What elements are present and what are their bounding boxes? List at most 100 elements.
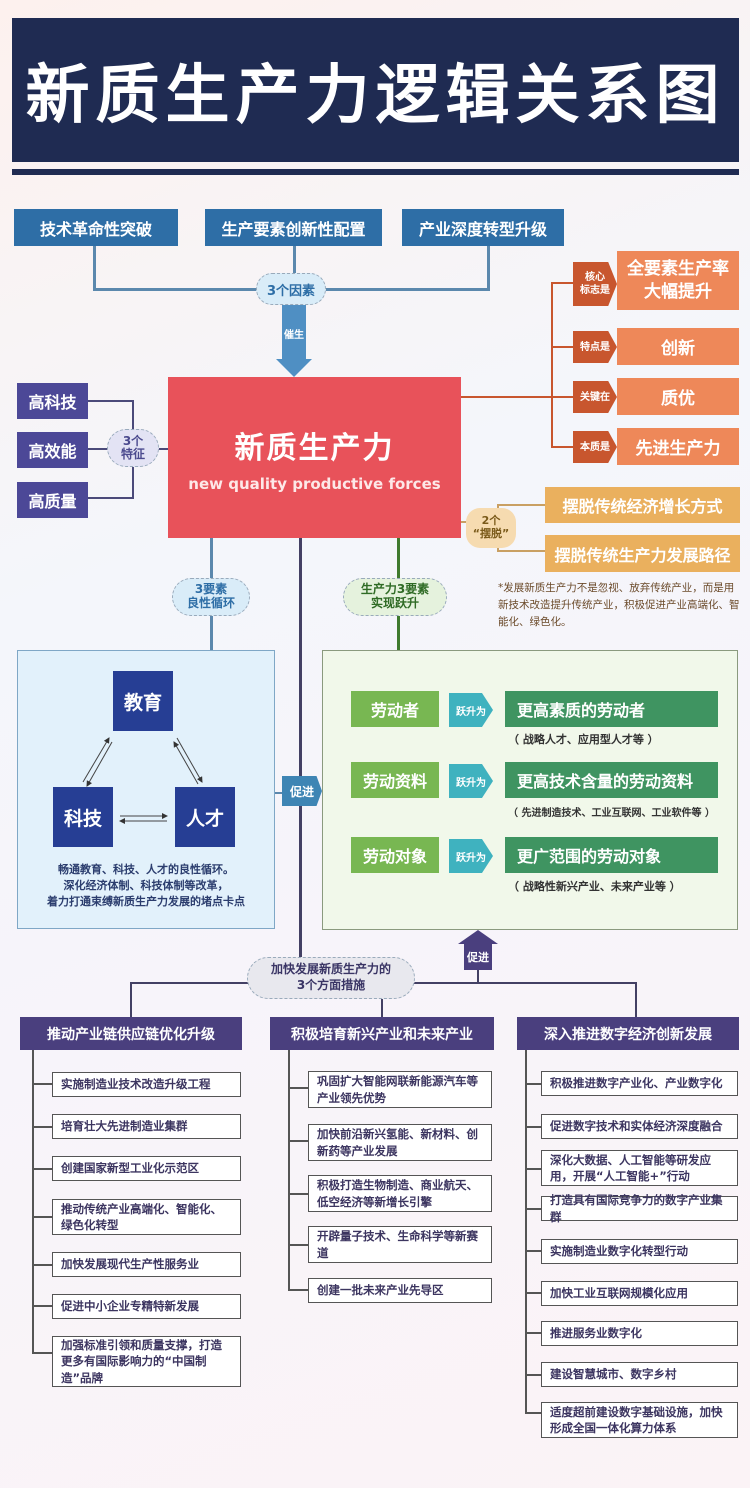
cycle-desc-line: 着力打通束缚新质生产力发展的堵点卡点 — [47, 894, 245, 908]
connector-line — [32, 1216, 52, 1218]
connector-line — [551, 282, 573, 284]
measure-item: 建设智慧城市、数字乡村 — [541, 1362, 738, 1387]
measure-heading: 深入推进数字经济创新发展 — [517, 1017, 739, 1050]
attribute-tag: 本质是 — [573, 431, 617, 463]
measure-heading: 积极培育新兴产业和未来产业 — [270, 1017, 494, 1050]
connector-line — [525, 1250, 541, 1252]
connector-line — [32, 1352, 52, 1354]
leap-from-box: 劳动者 — [351, 691, 439, 727]
connector-line — [525, 1374, 541, 1376]
connector-line — [551, 446, 573, 448]
measure-item: 创建一批未来产业先导区 — [308, 1278, 492, 1303]
connector-line — [88, 497, 133, 499]
connector-line — [551, 396, 573, 398]
cycle-node-talent: 人才 — [175, 787, 235, 847]
measure-item: 加快前沿新兴氢能、新材料、创新药等产业发展 — [308, 1124, 492, 1161]
leap-from-box: 劳动对象 — [351, 837, 439, 873]
breakaway-box: 摆脱传统经济增长方式 — [545, 487, 740, 523]
connector-line — [551, 346, 573, 348]
connector-line — [32, 1305, 52, 1307]
cycle-hub-badge: 3要素 良性循环 — [172, 578, 250, 616]
connector-line — [32, 1126, 52, 1128]
connector-line — [525, 1050, 527, 1413]
leap-arrow: 跃升为 — [449, 693, 493, 727]
cycle-node-education: 教育 — [113, 671, 173, 731]
cycle-arrows — [82, 737, 203, 824]
promote-arrow-right: 促进 — [282, 776, 322, 806]
promote-arrow-up: 促进 — [458, 930, 498, 970]
breakaway-hub-badge: 2个 “摆脱” — [466, 508, 516, 548]
connector-line — [477, 970, 479, 982]
measures-hub-line1: 加快发展新质生产力的 — [270, 962, 391, 977]
connector-line — [551, 282, 553, 447]
attribute-value-line: 大幅提升 — [644, 281, 712, 302]
connector-line — [525, 1083, 541, 1085]
measure-item: 积极推进数字产业化、产业数字化 — [541, 1071, 738, 1096]
catalyze-label: 催生 — [284, 329, 304, 341]
measure-item: 促进数字技术和实体经济深度融合 — [541, 1114, 738, 1139]
cycle-hub-line2: 良性循环 — [186, 596, 235, 610]
connector-line — [88, 400, 133, 402]
connector-line — [32, 1083, 52, 1085]
leap-from-box: 劳动资料 — [351, 762, 439, 798]
measure-item: 实施制造业数字化转型行动 — [541, 1239, 738, 1264]
connector-line — [288, 1193, 308, 1195]
leap-to-box: 更高技术含量的劳动资料 — [505, 762, 718, 798]
breakaway-footnote: *发展新质生产力不是忽视、放弃传统产业，而是用新技术改造提升传统产业，积极促进产… — [498, 582, 740, 628]
leap-note: （ 战略性新兴产业、未来产业等 ） — [508, 880, 681, 893]
measure-item: 推动传统产业高端化、智能化、绿色化转型 — [52, 1199, 241, 1235]
leap-to-box: 更广范围的劳动对象 — [505, 837, 718, 873]
connector-line — [288, 1087, 308, 1089]
connector-line — [525, 1168, 541, 1170]
breakaway-hub-line1: 2个 — [481, 514, 501, 528]
leap-hub-line1: 生产力3要素 — [360, 582, 430, 597]
core-concept-box: 新质生产力 new quality productive forces — [168, 377, 461, 538]
breakaway-hub-line2: “摆脱” — [472, 527, 510, 540]
leap-arrow: 跃升为 — [449, 764, 493, 798]
connector-line — [461, 396, 551, 398]
core-title-cn: 新质生产力 — [234, 430, 395, 466]
measure-item: 加快发展现代生产性服务业 — [52, 1252, 241, 1277]
measure-item: 实施制造业技术改造升级工程 — [52, 1072, 241, 1097]
cycle-hub-line1: 3要素 — [194, 582, 228, 597]
measures-hub-line2: 3个方面措施 — [296, 978, 366, 992]
cycle-arrow — [173, 741, 199, 785]
cycle-node-technology: 科技 — [53, 787, 113, 847]
features-hub-line1: 3个 — [122, 433, 144, 448]
connector-line — [497, 550, 545, 552]
leap-hub-line2: 实现跃升 — [370, 596, 419, 610]
connector-line — [93, 246, 96, 290]
attribute-tag: 核心 标志是 — [573, 262, 617, 306]
leap-note: （ 战略人才、应用型人才等 ） — [508, 733, 659, 746]
factor-box: 技术革命性突破 — [14, 209, 178, 246]
connector-line — [288, 1244, 308, 1246]
measure-item: 培育壮大先进制造业集群 — [52, 1114, 241, 1139]
trunk-line — [299, 538, 302, 958]
features-hub-badge: 3个 特征 — [107, 429, 159, 467]
connector-line — [635, 982, 637, 1017]
leap-to-box: 更高素质的劳动者 — [505, 691, 718, 727]
measure-item: 深化大数据、人工智能等研发应用，开展“人工智能+”行动 — [541, 1150, 738, 1186]
measure-item: 积极打造生物制造、商业航天、低空经济等新增长引擎 — [308, 1175, 492, 1212]
cycle-arrow — [82, 737, 110, 783]
breakaway-box: 摆脱传统生产力发展路径 — [545, 535, 740, 572]
attribute-value-box: 创新 — [617, 328, 739, 365]
attribute-value-box: 全要素生产率 大幅提升 — [617, 251, 739, 310]
core-title-en: new quality productive forces — [188, 474, 441, 493]
connector-line — [487, 246, 490, 290]
leap-note: （ 先进制造技术、工业互联网、工业软件等 ） — [508, 808, 715, 819]
connector-line — [525, 1126, 541, 1128]
connector-line — [497, 504, 545, 506]
attribute-value-line: 全要素生产率 — [627, 259, 729, 280]
connector-line — [525, 1412, 541, 1414]
connector-line — [381, 995, 383, 1017]
connector-line — [32, 1168, 52, 1170]
features-hub-line2: 特征 — [120, 447, 145, 461]
connector-line — [156, 448, 168, 450]
connector-line — [130, 982, 132, 1017]
page-title: 新质生产力逻辑关系图 — [25, 58, 726, 133]
connector-line — [525, 1208, 541, 1210]
factor-box: 生产要素创新性配置 — [205, 209, 382, 246]
leap-hub-badge: 生产力3要素 实现跃升 — [343, 578, 447, 616]
connector-line — [288, 1050, 290, 1290]
